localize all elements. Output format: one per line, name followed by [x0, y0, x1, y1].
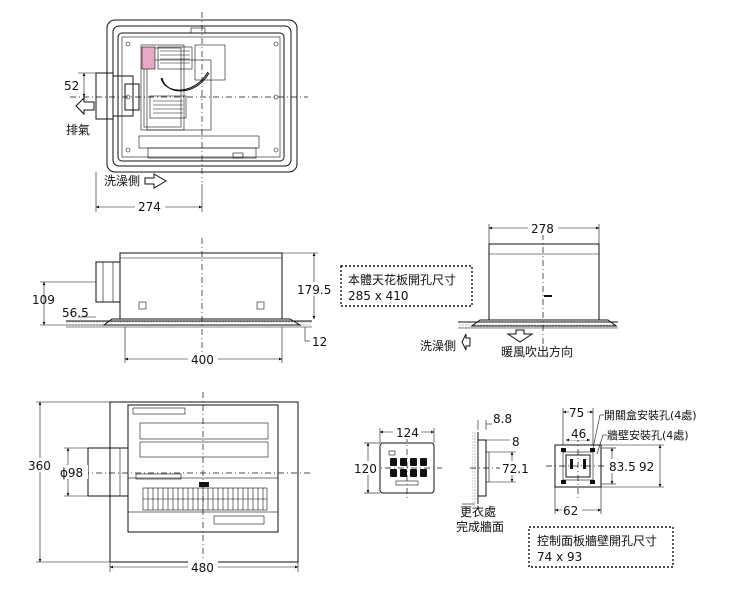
- control-panel-dim-72-1: 72.1: [502, 462, 529, 476]
- wall-note-line1: 更衣處: [460, 504, 496, 519]
- side-view-dim-109: 109: [32, 293, 55, 307]
- end-view-bath-side-label: 洗澡側: [420, 339, 456, 353]
- switch-box-holes-label: 開關盒安裝孔(4處): [604, 408, 697, 422]
- front-view-dim-360: 360: [28, 459, 51, 473]
- control-panel-front: 124 120: [352, 425, 442, 500]
- panel-opening-callout: 控制面板牆壁開孔尺寸 74 x 93: [528, 526, 674, 568]
- side-view-dim-56-5: 56.5: [62, 306, 89, 320]
- control-panel-dim-124: 124: [396, 426, 419, 440]
- top-view-dim-274: 274: [138, 200, 161, 214]
- side-view: 109 56.5 179.5 12 400: [32, 238, 331, 367]
- side-view-dim-12: 12: [312, 335, 327, 349]
- side-view-dim-400: 400: [191, 353, 214, 367]
- wall-note-line2: 完成牆面: [456, 519, 504, 534]
- control-panel-dim-8-8: 8.8: [493, 412, 512, 426]
- mount-dim-75: 75: [569, 406, 584, 420]
- ceiling-opening-size: 285 x 410: [348, 289, 409, 303]
- control-panel-dim-8: 8: [512, 435, 520, 449]
- mounting-box: 75 46 開關盒安裝孔(4處) 牆壁安裝孔(4處) 83.5 92 62: [546, 405, 697, 518]
- end-view: 278 暖風吹出方向 洗澡側: [420, 221, 618, 359]
- side-view-dim-179-5: 179.5: [297, 283, 331, 297]
- grille: [142, 487, 268, 511]
- control-panel-side: 8.8 8 72.1 更衣處 完成牆面: [456, 412, 530, 534]
- front-view-dim-phi98: ϕ98: [60, 466, 83, 480]
- front-view-dim-480: 480: [191, 561, 214, 575]
- front-view: 360 ϕ98 480: [26, 392, 312, 575]
- wall-holes-label: 牆壁安裝孔(4處): [607, 428, 689, 442]
- top-view-dim-52: 52: [64, 79, 79, 93]
- top-view-bath-side-label: 洗澡側: [104, 174, 140, 188]
- top-view: 52 排氣 洗澡側 274: [64, 12, 308, 214]
- panel-opening-size: 74 x 93: [537, 550, 582, 564]
- exhaust-label: 排氣: [66, 123, 90, 137]
- control-panel-dim-120: 120: [354, 462, 377, 476]
- mount-dim-46: 46: [571, 427, 586, 441]
- panel-opening-title: 控制面板牆壁開孔尺寸: [537, 533, 657, 548]
- ceiling-opening-callout: 本體天花板開孔尺寸 285 x 410: [340, 265, 473, 307]
- mount-dim-62: 62: [563, 504, 578, 518]
- end-view-dim-278: 278: [531, 222, 554, 236]
- warm-air-label: 暖風吹出方向: [501, 344, 573, 359]
- mount-dim-92: 92: [639, 460, 654, 474]
- mount-dim-83-5: 83.5: [609, 460, 636, 474]
- ceiling-opening-title: 本體天花板開孔尺寸: [348, 272, 456, 287]
